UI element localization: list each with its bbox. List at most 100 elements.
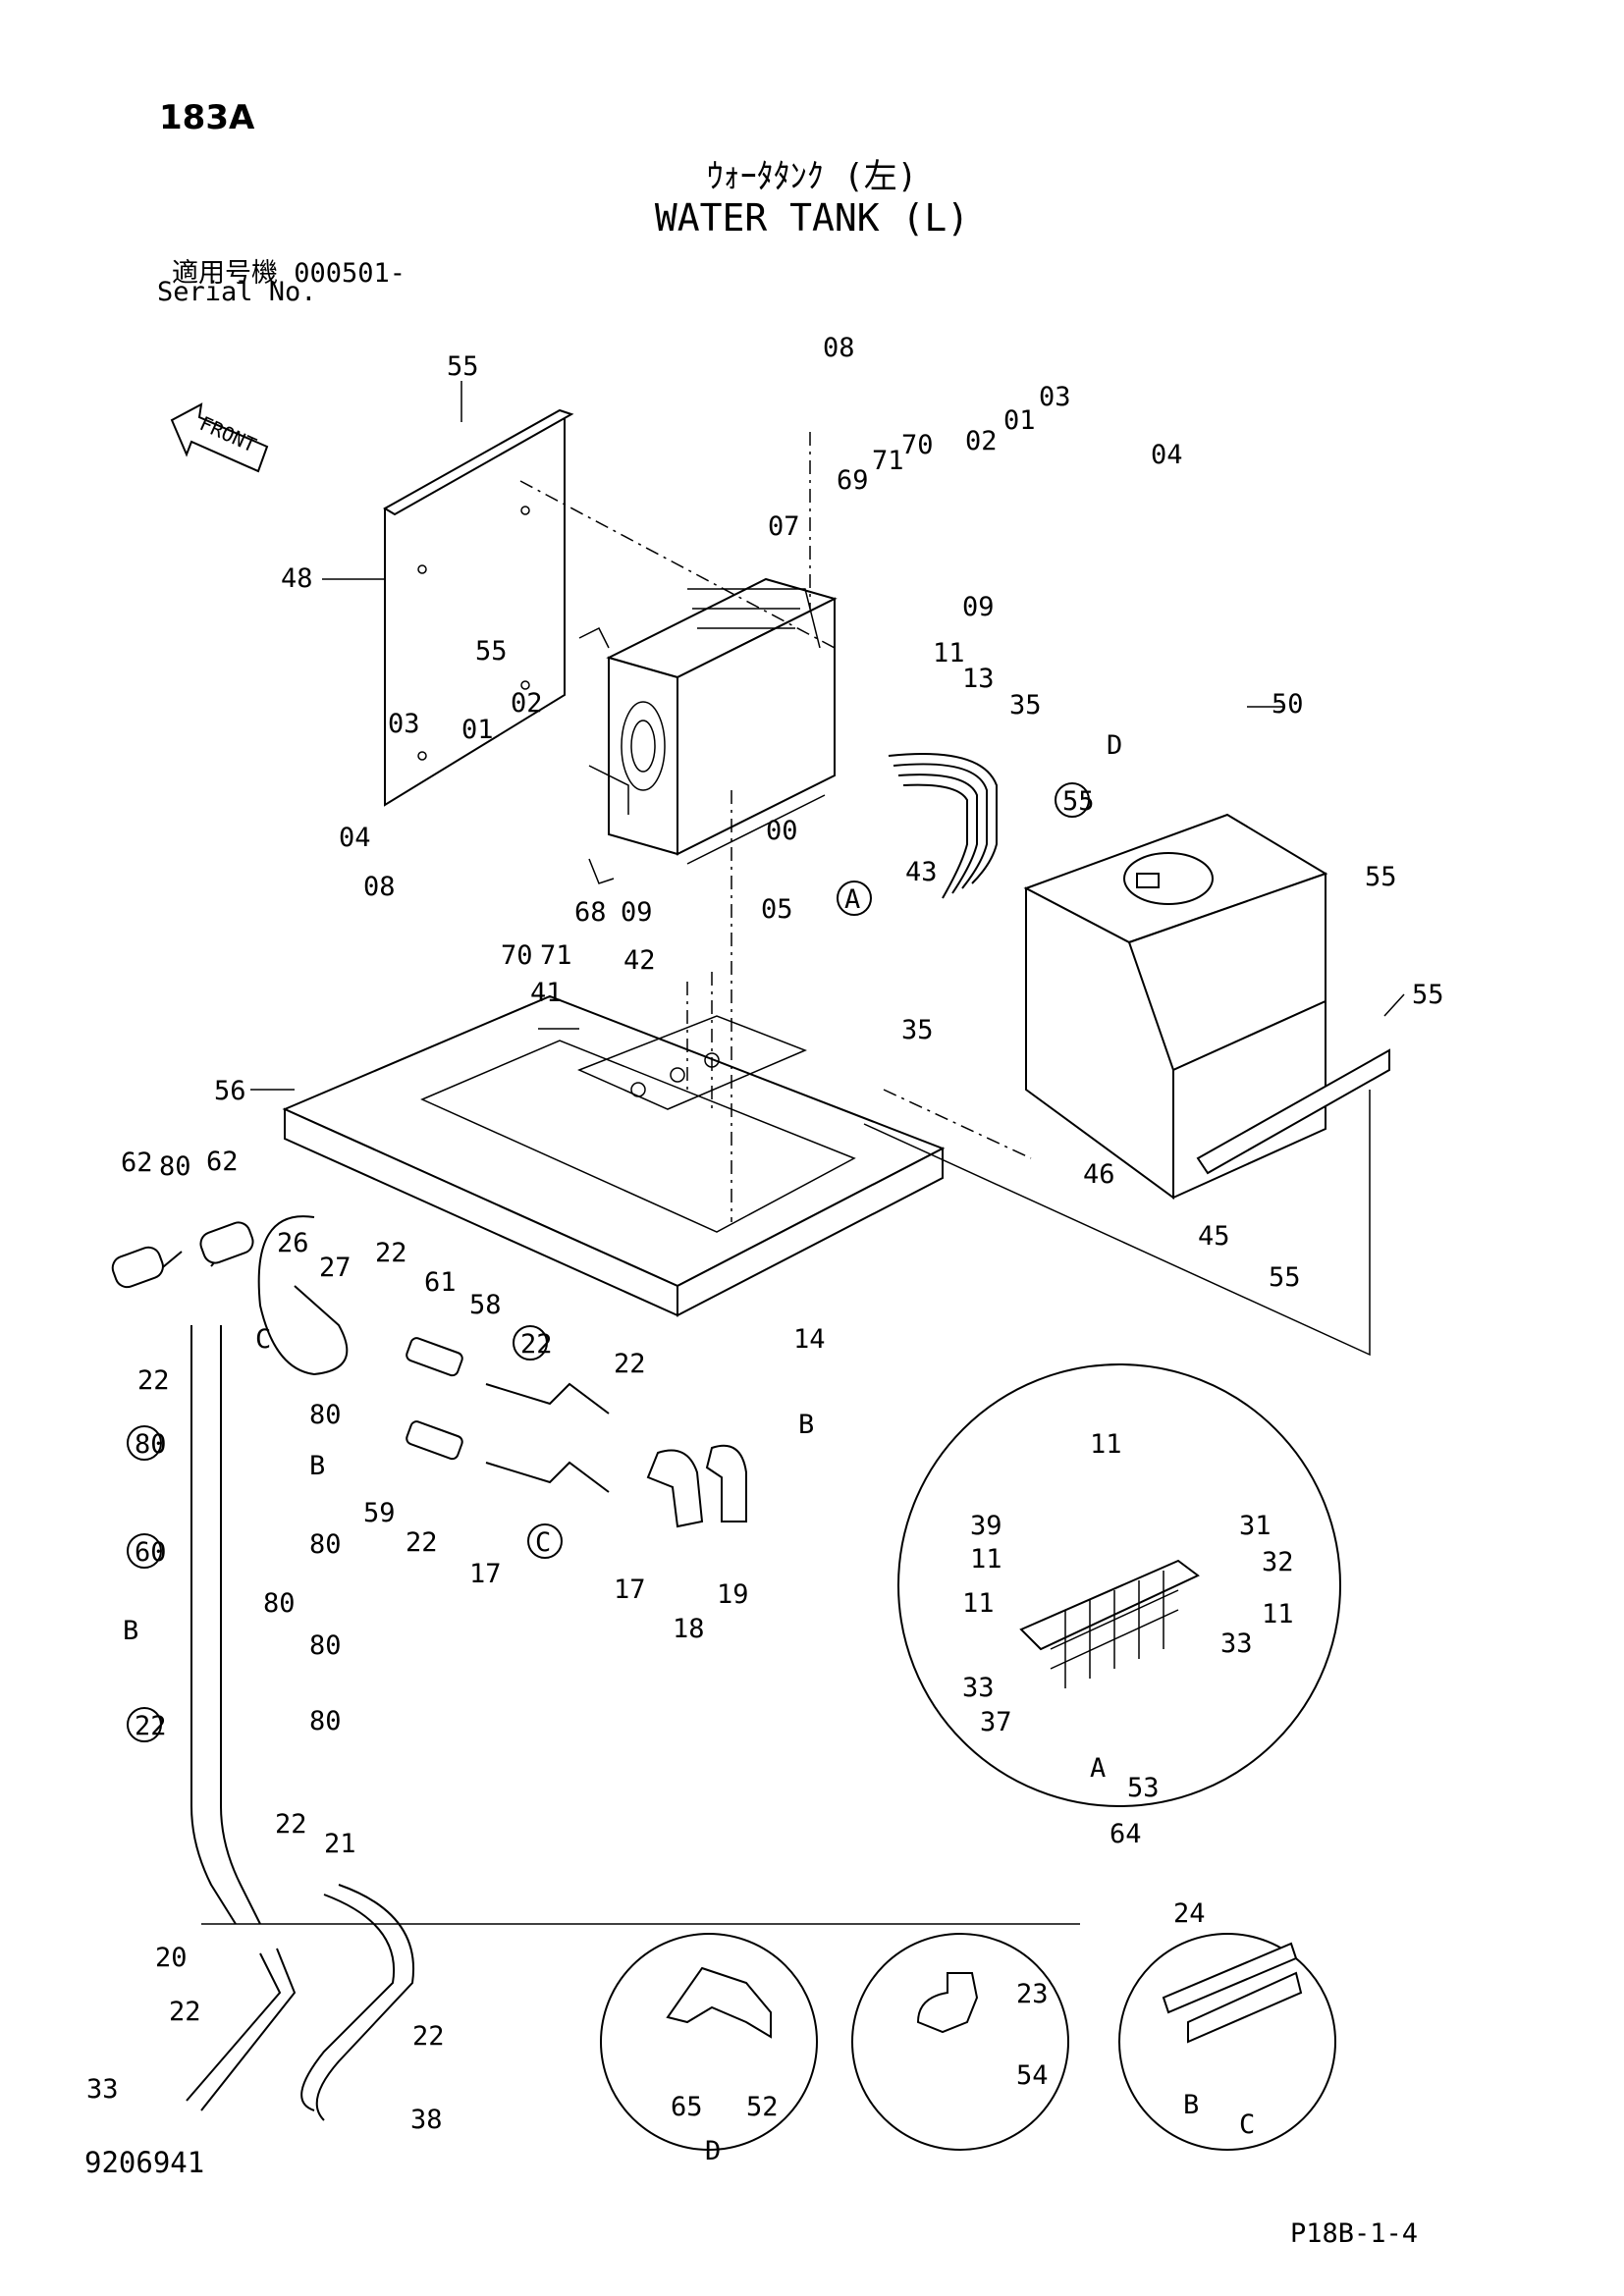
water-tank-upper-assembly: [578, 577, 838, 865]
callout: 17: [614, 1575, 646, 1605]
callout: 05: [761, 894, 793, 925]
callout: 22: [137, 1365, 170, 1396]
plate-48: [383, 408, 574, 807]
callout: 02: [965, 426, 998, 456]
callout: 70: [901, 430, 934, 460]
view-marker: 22: [135, 1711, 167, 1741]
callout: 33: [86, 2074, 119, 2105]
callout: B: [309, 1451, 325, 1481]
callout: 53: [1127, 1773, 1160, 1803]
callout: 50: [1272, 689, 1304, 720]
callout: 56: [214, 1076, 246, 1106]
hose-assembly-left: [111, 1215, 414, 2121]
callout: 20: [155, 1943, 188, 1973]
callout: 03: [388, 709, 420, 739]
callout: 26: [277, 1228, 309, 1258]
callout: 45: [1198, 1221, 1230, 1252]
callout: 17: [469, 1559, 502, 1589]
callout: 11: [1262, 1599, 1294, 1629]
callout: 22: [406, 1527, 438, 1558]
callout: 41: [530, 978, 563, 1008]
assembly-lines: [519, 432, 1371, 1357]
callout: 32: [1262, 1547, 1294, 1577]
callout: 55: [447, 351, 479, 382]
callout: B: [798, 1410, 814, 1440]
callout: 11: [933, 638, 965, 668]
front-arrow-icon: FRONT: [170, 402, 269, 473]
callout: 46: [1083, 1159, 1115, 1190]
callout: 21: [324, 1829, 356, 1859]
serial-label-japanese: 適用号機 000501-: [172, 258, 406, 289]
callout: D: [705, 2136, 721, 2166]
callout: 02: [511, 688, 543, 719]
callout: C: [255, 1324, 271, 1355]
callout: D: [1107, 730, 1122, 761]
callout: 43: [905, 857, 938, 887]
callout: 65: [671, 2092, 703, 2122]
callout: 22: [614, 1349, 646, 1379]
callout: 33: [962, 1673, 995, 1703]
callout: 31: [1239, 1511, 1272, 1541]
callout: 11: [970, 1544, 1002, 1575]
callout: 22: [275, 1809, 307, 1840]
callout: 37: [980, 1707, 1012, 1737]
callout: 42: [623, 945, 656, 976]
callout: 11: [962, 1588, 995, 1619]
view-marker: 80: [135, 1429, 167, 1460]
callout: 64: [1110, 1819, 1142, 1849]
front-label: FRONT: [196, 411, 260, 456]
callout: A: [1090, 1753, 1106, 1784]
detail-circle-B: [600, 1933, 818, 2151]
callout: 80: [263, 1588, 296, 1619]
document-number: 9206941: [84, 2146, 205, 2179]
callout: 22: [169, 1997, 201, 2027]
view-marker: 22: [520, 1329, 553, 1360]
callout: 55: [1269, 1262, 1301, 1293]
callout: 04: [1151, 440, 1183, 470]
callout: 00: [766, 816, 798, 846]
callout: 13: [962, 664, 995, 694]
callout: 24: [1173, 1898, 1206, 1929]
callout: 09: [621, 897, 653, 928]
callout: 23: [1016, 1979, 1049, 2009]
callout: 11: [1090, 1429, 1122, 1460]
callout: 55: [1365, 862, 1397, 892]
callout: 01: [461, 715, 494, 745]
callout: 07: [768, 511, 800, 542]
detail-circle-D: [1118, 1933, 1336, 2151]
callout: 69: [837, 465, 869, 496]
title-japanese: ｳｫｰﾀﾀﾝｸ (左): [706, 157, 918, 196]
callout: 22: [412, 2021, 445, 2052]
frame-14: [282, 994, 946, 1317]
callout: 58: [469, 1290, 502, 1320]
callout: 08: [823, 333, 855, 363]
callout: 80: [309, 1529, 342, 1560]
detail-circle-C: [851, 1933, 1069, 2151]
view-marker: 60: [135, 1537, 167, 1568]
view-marker: A: [844, 884, 860, 915]
view-marker: C: [535, 1527, 551, 1558]
callout: B: [123, 1616, 138, 1646]
callout: 80: [309, 1400, 342, 1430]
callout: 19: [717, 1579, 749, 1610]
detail-circle-A: [897, 1363, 1341, 1807]
callout: 39: [970, 1511, 1002, 1541]
callout: 80: [159, 1151, 191, 1182]
callout: 38: [410, 2105, 443, 2135]
callout: B: [1183, 2090, 1199, 2120]
callout: 71: [540, 940, 572, 971]
callout: 27: [319, 1253, 352, 1283]
callout: 33: [1220, 1629, 1253, 1659]
callout: 35: [1009, 690, 1042, 721]
callout: 68: [574, 897, 607, 928]
leader-lines: [201, 381, 1405, 1925]
callout: 71: [872, 446, 904, 476]
callout: 08: [363, 872, 396, 902]
callout: C: [1239, 2109, 1255, 2140]
callout: 52: [746, 2092, 779, 2122]
part-callouts: 55 08 01 03 02 70 71 69 04 07 48 09 55 1…: [86, 333, 1444, 2166]
callout: 22: [375, 1238, 407, 1268]
callout: 48: [281, 563, 313, 594]
callout: 80: [309, 1706, 342, 1736]
callout: 04: [339, 823, 371, 853]
